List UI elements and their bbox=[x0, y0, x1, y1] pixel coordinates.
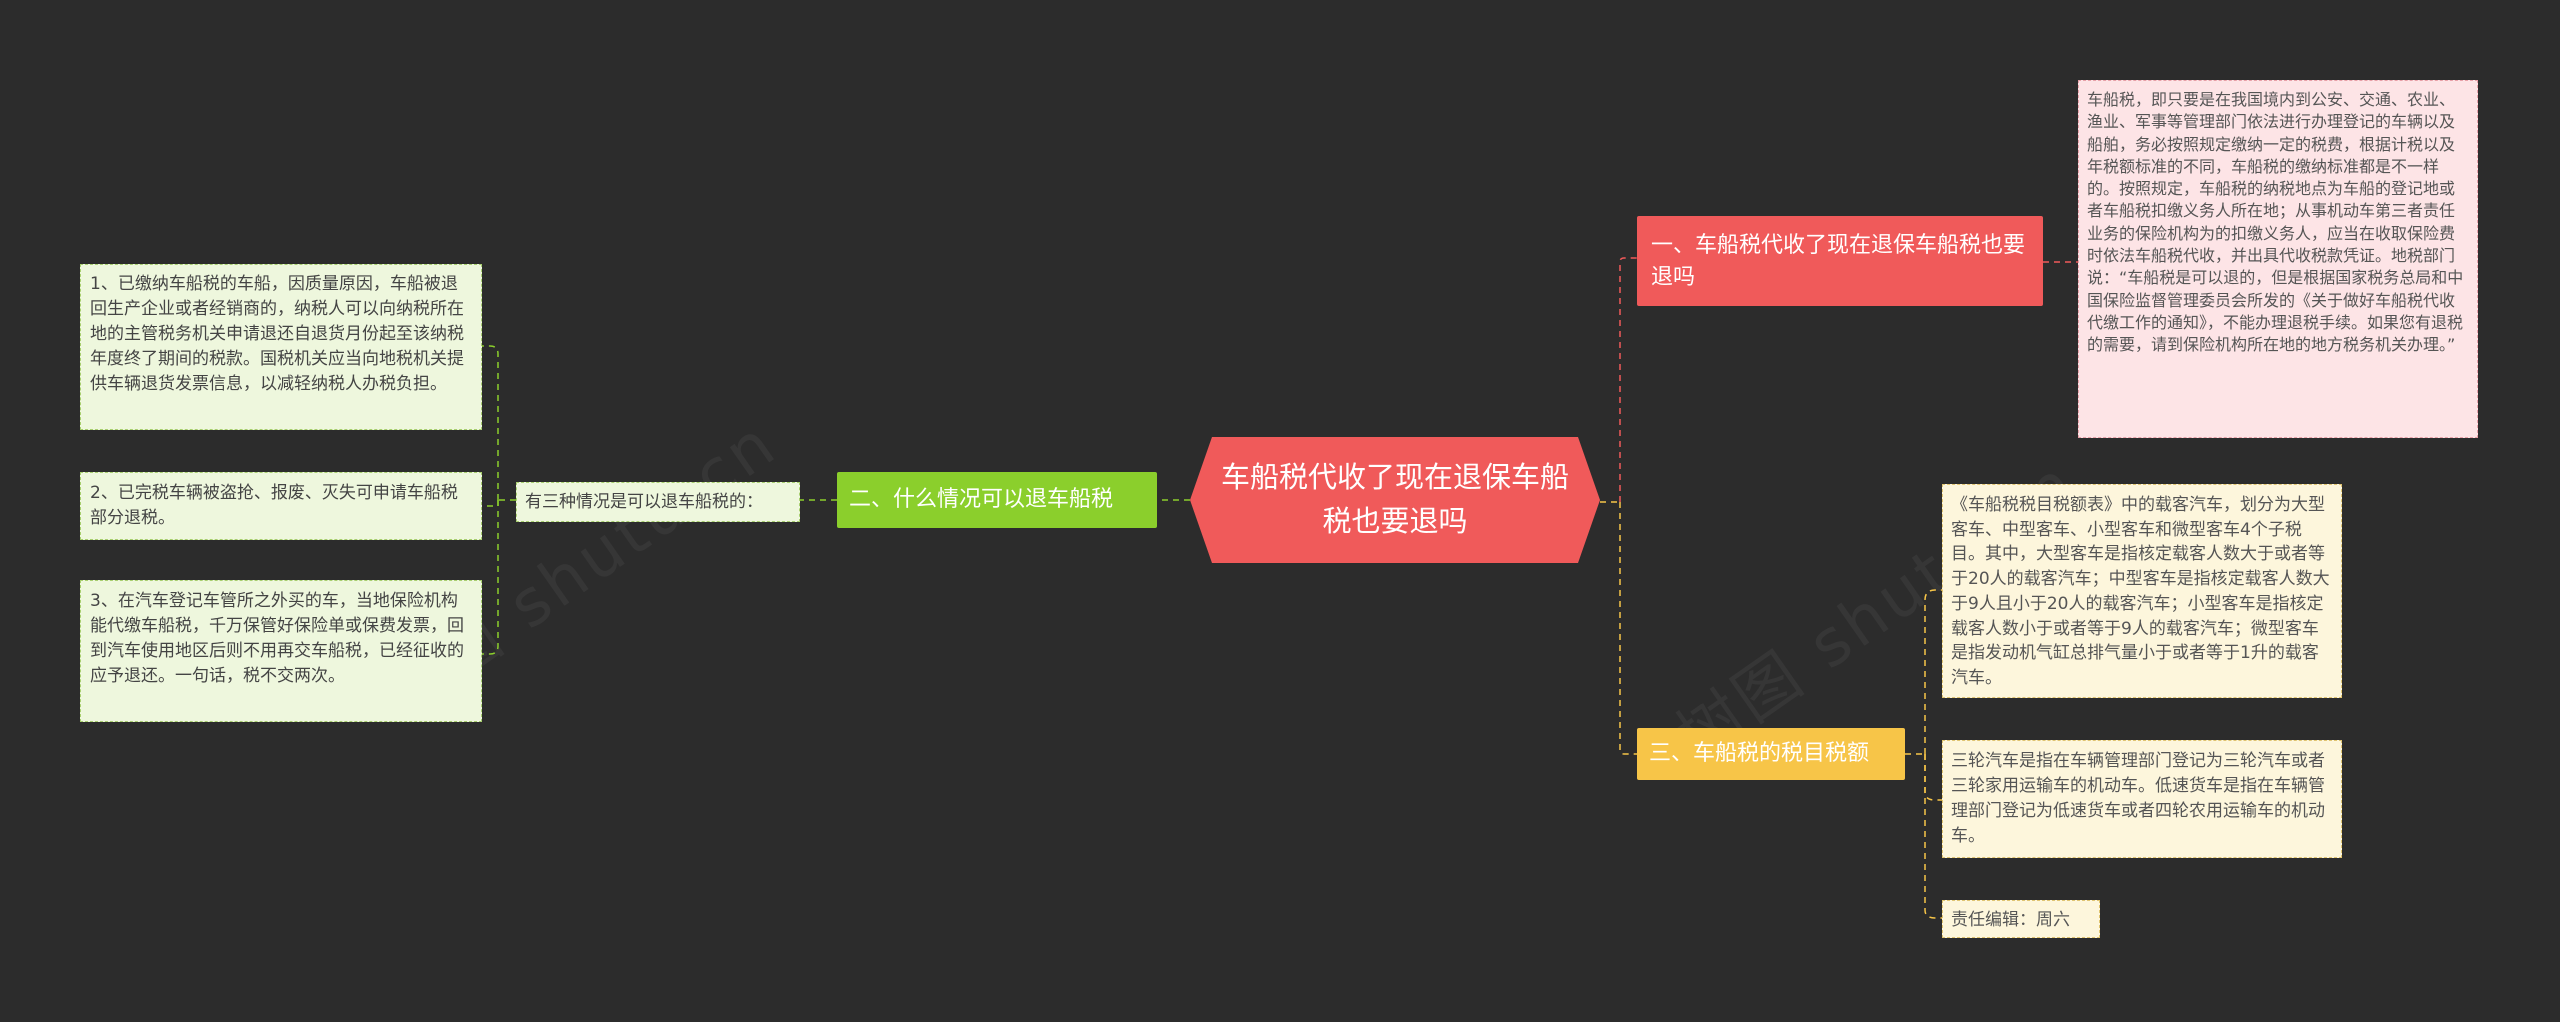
root-shape bbox=[1190, 437, 1600, 563]
branch-2-item-3-text: 3、在汽车登记车管所之外买的车，当地保险机构能代缴车船税，千万保管好保险单或保费… bbox=[90, 591, 464, 686]
branch-3-item-2: 三轮汽车是指在车辆管理部门登记为三轮汽车或者三轮家用运输车的机动车。低速货车是指… bbox=[1942, 740, 2342, 858]
branch-1-label: 一、车船税代收了现在退保车船税也要退吗 bbox=[1651, 233, 2026, 290]
branch-2-sub-label: 有三种情况是可以退车船税的： bbox=[525, 492, 763, 512]
branch-2-item-2: 2、已完税车辆被盗抢、报废、灭失可申请车船税部分退税。 bbox=[80, 472, 482, 540]
branch-3-item-3: 责任编辑：周六 bbox=[1942, 900, 2100, 938]
branch-3-item-2-text: 三轮汽车是指在车辆管理部门登记为三轮汽车或者三轮家用运输车的机动车。低速货车是指… bbox=[1951, 751, 2325, 846]
branch-2-item-1: 1、已缴纳车船税的车船，因质量原因，车船被退回生产企业或者经销商的，纳税人可以向… bbox=[80, 264, 482, 430]
root-node[interactable]: 车船税代收了现在退保车船税也要退吗 bbox=[1190, 437, 1600, 563]
branch-3-topic[interactable]: 三、车船税的税目税额 bbox=[1637, 728, 1905, 780]
branch-1-topic[interactable]: 一、车船税代收了现在退保车船税也要退吗 bbox=[1637, 216, 2043, 306]
branch-2-topic[interactable]: 二、什么情况可以退车船税 bbox=[837, 472, 1157, 528]
branch-2-item-3: 3、在汽车登记车管所之外买的车，当地保险机构能代缴车船税，千万保管好保险单或保费… bbox=[80, 580, 482, 722]
branch-1-detail-note: 车船税，即只要是在我国境内到公安、交通、农业、渔业、军事等管理部门依法进行办理登… bbox=[2078, 80, 2478, 438]
branch-2-subtopic[interactable]: 有三种情况是可以退车船税的： bbox=[516, 482, 800, 522]
root-label: 车船税代收了现在退保车船税也要退吗 bbox=[1220, 460, 1569, 538]
branch-2-item-2-text: 2、已完税车辆被盗抢、报废、灭失可申请车船税部分退税。 bbox=[90, 483, 458, 528]
branch-3-item-3-text: 责任编辑：周六 bbox=[1951, 910, 2070, 930]
branch-1-detail-text: 车船税，即只要是在我国境内到公安、交通、农业、渔业、军事等管理部门依法进行办理登… bbox=[2087, 90, 2464, 355]
branch-3-item-1-text: 《车船税税目税额表》中的载客汽车，划分为大型客车、中型客车、小型客车和微型客车4… bbox=[1951, 495, 2330, 688]
branch-3-item-1: 《车船税税目税额表》中的载客汽车，划分为大型客车、中型客车、小型客车和微型客车4… bbox=[1942, 484, 2342, 698]
branch-2-label: 二、什么情况可以退车船税 bbox=[849, 487, 1114, 512]
branch-2-item-1-text: 1、已缴纳车船税的车船，因质量原因，车船被退回生产企业或者经销商的，纳税人可以向… bbox=[90, 274, 464, 394]
branch-3-label: 三、车船税的税目税额 bbox=[1649, 741, 1870, 766]
